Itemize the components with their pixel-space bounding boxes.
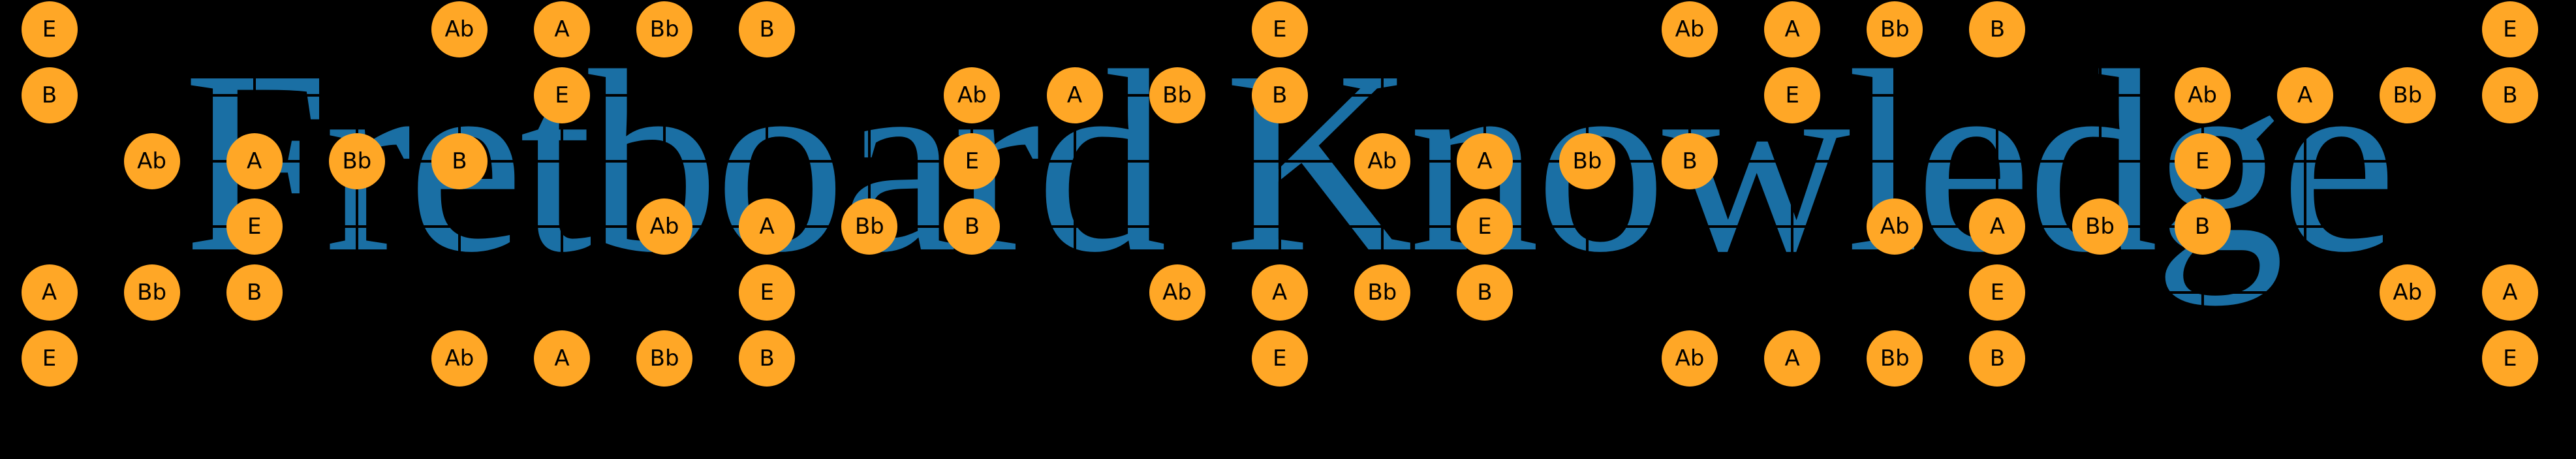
fret-line xyxy=(253,29,256,358)
fret-line xyxy=(1688,29,1692,358)
note-marker: Ab xyxy=(431,1,488,57)
note-marker: Ab xyxy=(944,67,1001,123)
note-marker: Bb xyxy=(1867,330,1923,387)
note-marker: A xyxy=(1969,198,2026,255)
fret-line xyxy=(1278,29,1281,358)
note-marker: Bb xyxy=(1149,67,1205,123)
fret-line xyxy=(1893,29,1897,358)
fret-line xyxy=(1483,29,1486,358)
note-marker: B xyxy=(2174,198,2231,255)
fret-line xyxy=(1791,29,1794,358)
string-line xyxy=(49,159,2510,163)
note-marker: Bb xyxy=(636,1,693,57)
note-marker: Bb xyxy=(123,264,180,321)
fret-line xyxy=(1996,29,1999,358)
note-marker: B xyxy=(739,330,796,387)
note-marker: E xyxy=(944,133,1001,189)
note-marker: Ab xyxy=(2174,67,2231,123)
note-marker: A xyxy=(534,330,590,387)
note-marker: E xyxy=(226,198,283,255)
fret-line xyxy=(868,29,871,358)
fret-line xyxy=(2303,29,2306,358)
note-marker: Ab xyxy=(123,133,180,189)
fret-line xyxy=(1175,29,1179,358)
note-marker: A xyxy=(2481,264,2538,321)
fret-line xyxy=(970,29,974,358)
fret-line xyxy=(663,29,666,358)
fret-line xyxy=(2098,29,2102,358)
note-marker: E xyxy=(534,67,590,123)
note-marker: A xyxy=(21,264,78,321)
note-marker: E xyxy=(2481,1,2538,57)
fret-line xyxy=(1380,29,1384,358)
note-marker: E xyxy=(2174,133,2231,189)
note-marker: B xyxy=(944,198,1001,255)
fret-line xyxy=(1073,29,1076,358)
string-line xyxy=(49,225,2510,229)
fret-line xyxy=(561,29,563,358)
note-marker: Ab xyxy=(636,198,693,255)
note-marker: E xyxy=(1969,264,2026,321)
note-marker: Ab xyxy=(1149,264,1205,321)
fret-line xyxy=(2508,29,2511,358)
note-marker: A xyxy=(1764,1,1821,57)
note-marker: Bb xyxy=(2379,67,2436,123)
note-marker: A xyxy=(1251,264,1308,321)
note-marker: E xyxy=(1456,198,1513,255)
note-marker: Bb xyxy=(2072,198,2128,255)
note-marker: Bb xyxy=(636,330,693,387)
note-marker: Ab xyxy=(1867,198,1923,255)
note-marker: Bb xyxy=(1354,264,1410,321)
note-marker: Bb xyxy=(1559,133,1615,189)
note-marker: A xyxy=(1456,133,1513,189)
note-marker: A xyxy=(739,198,796,255)
fret-line xyxy=(355,29,358,358)
note-marker: Bb xyxy=(841,198,898,255)
note-marker: Ab xyxy=(431,330,488,387)
note-marker: B xyxy=(1251,67,1308,123)
note-marker: Bb xyxy=(328,133,385,189)
note-marker: A xyxy=(1046,67,1103,123)
note-marker: B xyxy=(739,1,796,57)
fret-line xyxy=(2406,29,2409,358)
note-marker: Ab xyxy=(1662,1,1718,57)
fret-line xyxy=(150,29,153,358)
fret-line xyxy=(766,29,769,358)
note-marker: E xyxy=(2481,330,2538,387)
note-marker: A xyxy=(226,133,283,189)
note-marker: Ab xyxy=(2379,264,2436,321)
note-marker: E xyxy=(21,330,78,387)
note-marker: B xyxy=(2481,67,2538,123)
note-marker: B xyxy=(1969,1,2026,57)
note-marker: B xyxy=(226,264,283,321)
fret-line xyxy=(2201,29,2204,358)
fret-line xyxy=(458,29,461,358)
note-marker: Ab xyxy=(1662,330,1718,387)
fret-line xyxy=(48,29,51,358)
note-marker: Ab xyxy=(1354,133,1410,189)
note-marker: E xyxy=(21,1,78,57)
note-marker: B xyxy=(1456,264,1513,321)
note-marker: B xyxy=(1662,133,1718,189)
note-marker: Bb xyxy=(1867,1,1923,57)
note-marker: B xyxy=(21,67,78,123)
note-marker: A xyxy=(2276,67,2333,123)
note-marker: A xyxy=(534,1,590,57)
note-marker: A xyxy=(1764,330,1821,387)
note-marker: E xyxy=(739,264,796,321)
fret-line xyxy=(1586,29,1589,358)
note-marker: B xyxy=(1969,330,2026,387)
note-marker: E xyxy=(1251,330,1308,387)
note-marker: E xyxy=(1251,1,1308,57)
note-marker: B xyxy=(431,133,488,189)
note-marker: E xyxy=(1764,67,1821,123)
